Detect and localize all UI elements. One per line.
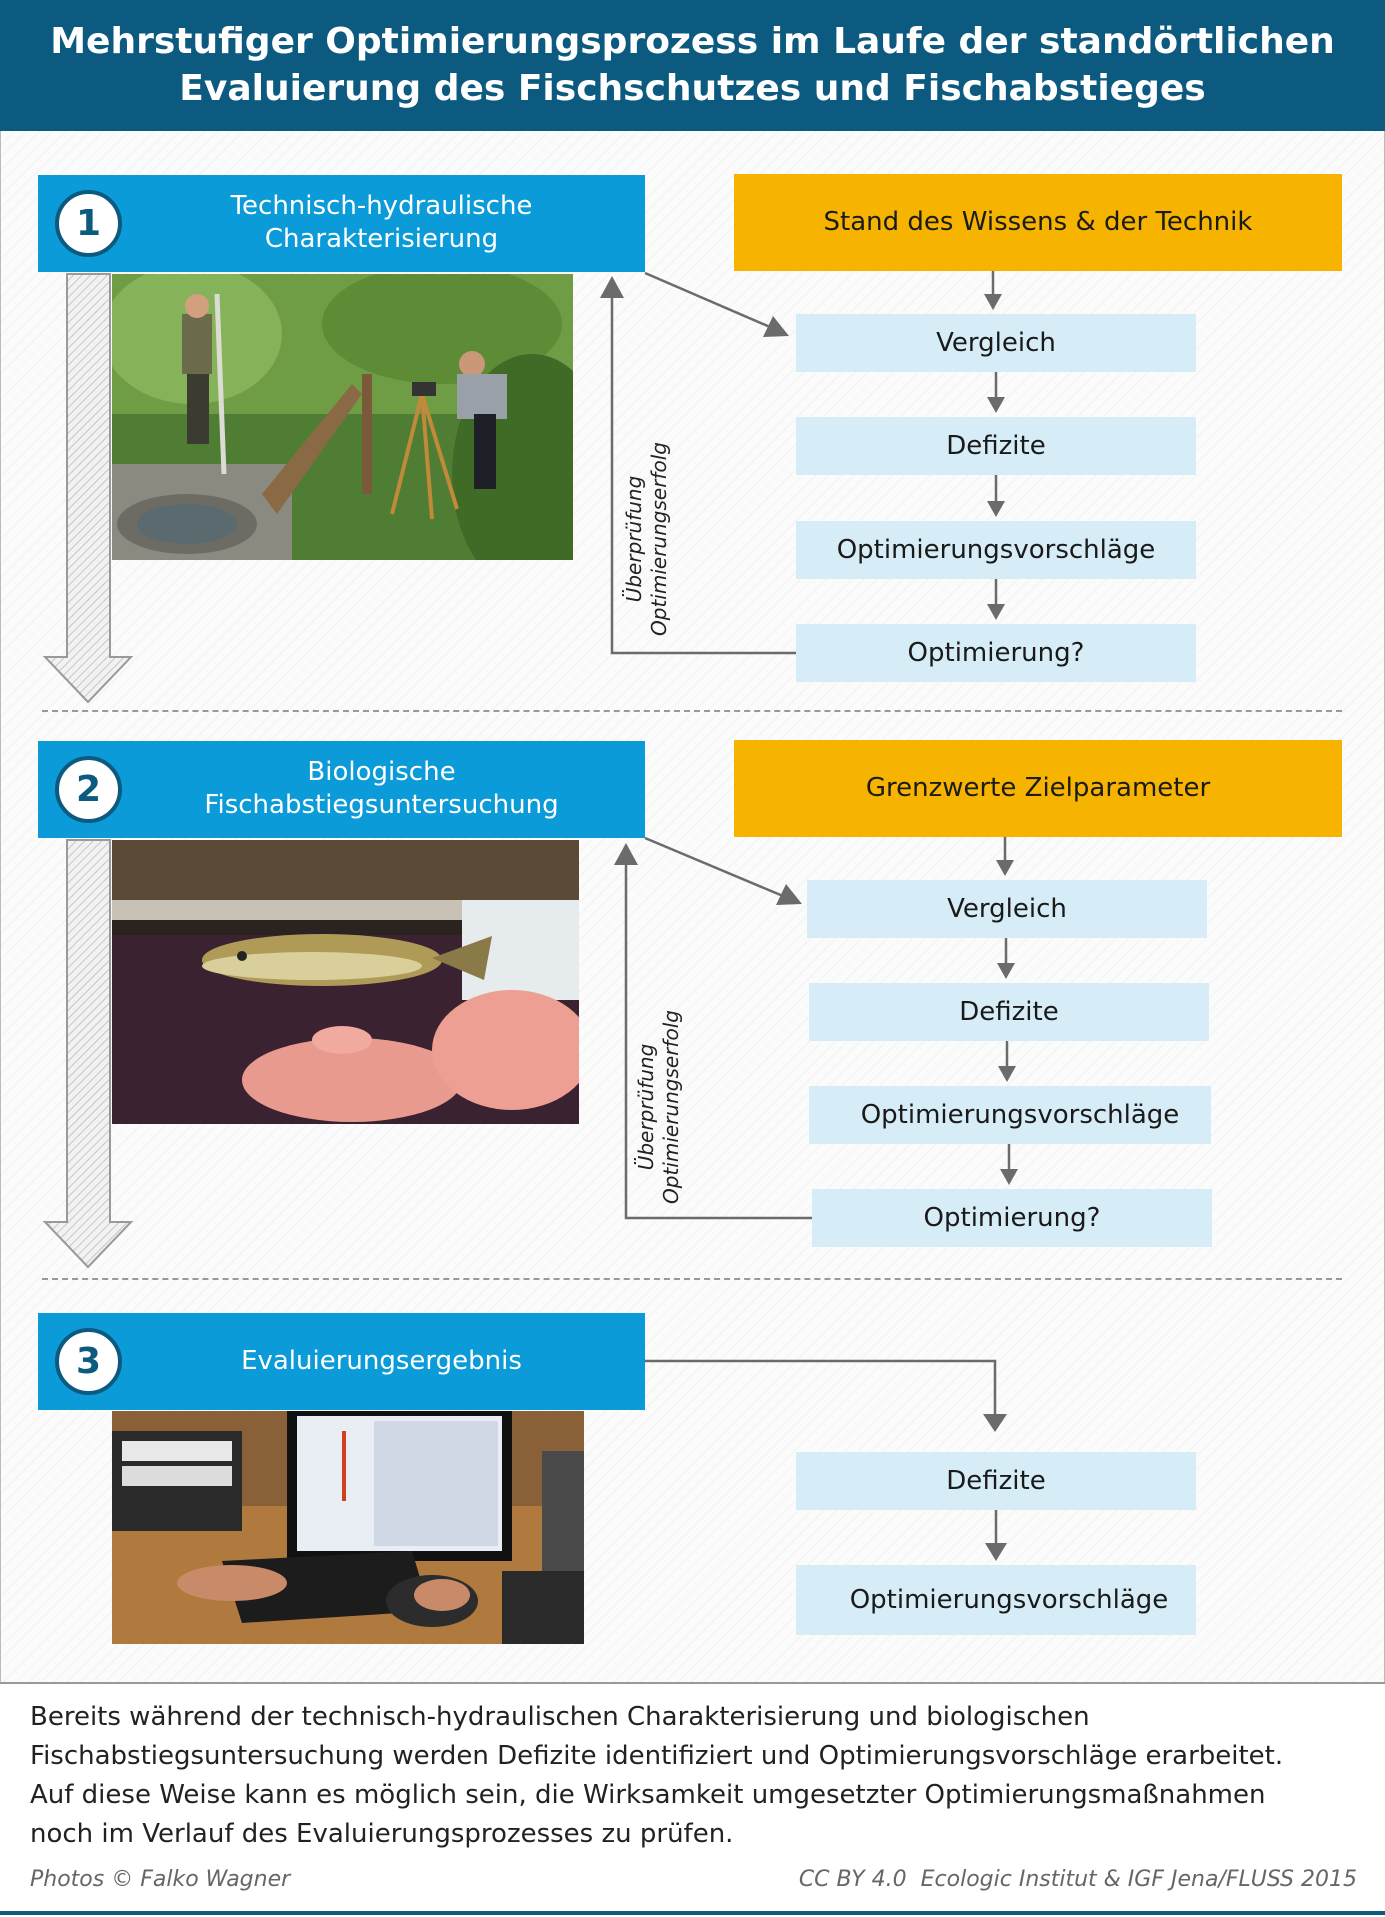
footer-line-2: Fischabstiegsuntersuchung werden Defizit…: [30, 1741, 1284, 1771]
stage-1-number: 1: [55, 190, 122, 257]
stage-3-step-defizite: Defizite: [796, 1452, 1196, 1510]
footer-line-1: Bereits während der technisch-hydraulisc…: [30, 1702, 1090, 1732]
separator-1: [42, 710, 1342, 712]
footer: Bereits während der technisch-hydraulisc…: [0, 1682, 1385, 1917]
footer-line-4: noch im Verlauf des Evaluierungsprozesse…: [30, 1819, 734, 1849]
stage-2-header: 2 Biologische Fischabstiegsuntersuchung: [38, 741, 645, 838]
stage-3-header: 3 Evaluierungsergebnis: [38, 1313, 645, 1410]
stage-1-header: 1 Technisch-hydraulische Charakterisieru…: [38, 175, 645, 272]
title-banner: Mehrstufiger Optimierungsprozess im Lauf…: [0, 0, 1385, 131]
stage-1-label-line-1: Technisch-hydraulische: [230, 191, 533, 221]
stage-2-number: 2: [55, 756, 122, 823]
stage-2-step-optimierungsvorschlaege: Optimierungsvorschläge: [809, 1086, 1211, 1144]
stage-3-label: Evaluierungsergebnis: [241, 1346, 522, 1376]
title-line-2: Evaluierung des Fischschutzes und Fischa…: [179, 68, 1206, 109]
stage-2-label-line-2: Fischabstiegsuntersuchung: [204, 790, 559, 820]
photo-survey-measurement: [112, 274, 573, 560]
photo-computer-analysis: [112, 1411, 584, 1644]
title-line-1: Mehrstufiger Optimierungsprozess im Lauf…: [50, 21, 1335, 62]
separator-2: [42, 1278, 1342, 1280]
photo-credit: Photos © Falko Wagner: [30, 1867, 291, 1892]
footer-description: Bereits während der technisch-hydraulisc…: [30, 1698, 1360, 1854]
progress-arrow-1: [42, 273, 134, 704]
bottom-bar: [0, 1911, 1385, 1915]
stage-2-step-vergleich: Vergleich: [807, 880, 1207, 938]
stage-1-step-vergleich: Vergleich: [796, 314, 1196, 372]
stage-3-number: 3: [55, 1328, 122, 1395]
progress-arrow-2: [42, 839, 134, 1269]
license-credit: CC BY 4.0 Ecologic Institut & IGF Jena/F…: [798, 1867, 1357, 1892]
stage-1-step-optimierung: Optimierung?: [796, 624, 1196, 682]
stage-1-reference-box: Stand des Wissens & der Technik: [734, 174, 1342, 271]
stage-1-step-defizite: Defizite: [796, 417, 1196, 475]
photo-trout-measurement: [112, 840, 579, 1124]
stage-2-step-optimierung: Optimierung?: [812, 1189, 1212, 1247]
stage-2-step-defizite: Defizite: [809, 983, 1209, 1041]
stage-1-label-line-2: Charakterisierung: [264, 224, 499, 254]
stage-2-reference-box: Grenzwerte Zielparameter: [734, 740, 1342, 837]
stage-2-label-line-1: Biologische: [307, 757, 456, 787]
footer-line-3: Auf diese Weise kann es möglich sein, di…: [30, 1780, 1266, 1810]
stage-1-step-optimierungsvorschlaege: Optimierungsvorschläge: [796, 521, 1196, 579]
stage-3-step-optimierungsvorschlaege: Optimierungsvorschläge: [796, 1565, 1196, 1635]
